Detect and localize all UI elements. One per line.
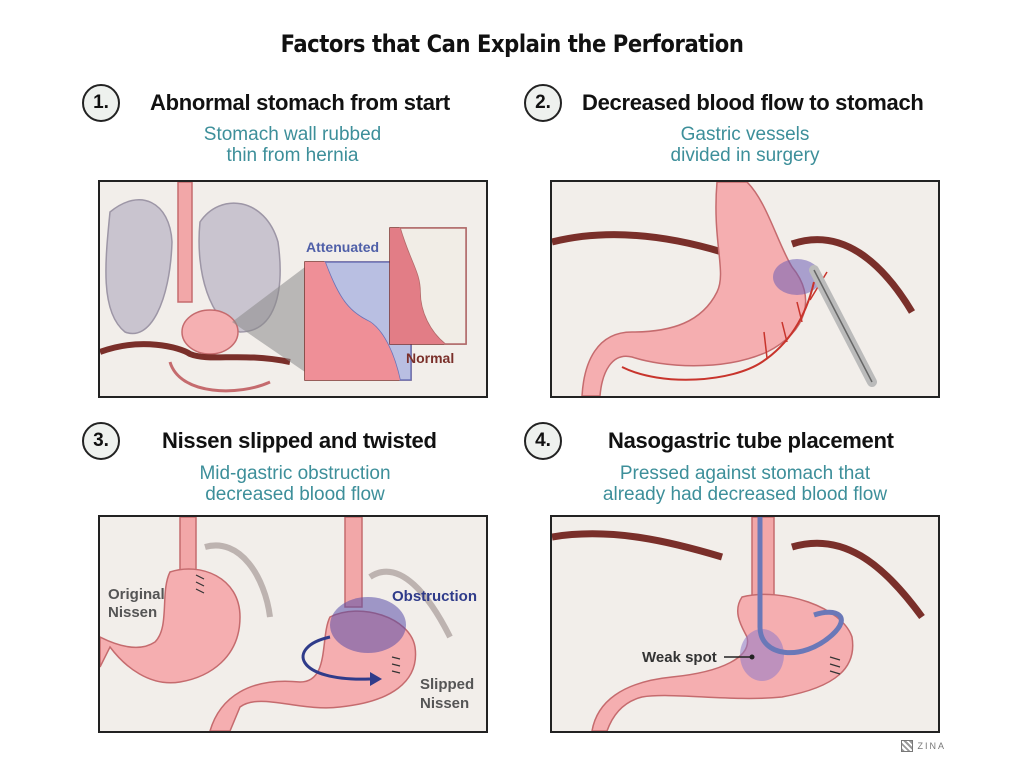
factor-3-subtitle-line-2: decreased blood flow xyxy=(205,484,385,505)
twist-arrow-shape xyxy=(301,635,371,681)
hernia-bulge-shape xyxy=(181,309,239,355)
normal-lumen-shape xyxy=(390,228,445,344)
weak-spot-area-shape xyxy=(740,629,784,681)
obstruction-area-shape xyxy=(330,597,406,653)
factor-4-illustration-panel: Weak spot xyxy=(550,515,940,733)
signature-text: ZINA xyxy=(917,741,946,751)
factor-3-subtitle-line-1: Mid-gastric obstruction xyxy=(199,463,391,484)
wrap-sutures-shape xyxy=(829,656,841,675)
original-nissen-label-line-1: Original xyxy=(108,586,165,603)
hernia-illustration: Attenuated Normal xyxy=(100,182,467,393)
factor-2-subtitle-line-2: divided in surgery xyxy=(670,145,820,166)
factor-1-subtitle-line-2: thin from hernia xyxy=(226,145,359,166)
factor-1-heading: Abnormal stomach from start xyxy=(150,90,450,115)
slipped-nissen-label-line-2: Nissen xyxy=(420,695,469,712)
normal-label: Normal xyxy=(406,350,454,366)
original-nissen-label-line-2: Nissen xyxy=(108,604,157,621)
stomach-shape xyxy=(581,182,807,396)
original-stomach-shape xyxy=(100,568,241,684)
weak-spot-label: Weak spot xyxy=(642,649,717,666)
attenuated-lumen-shape xyxy=(305,262,400,380)
diaphragm-left-shape xyxy=(552,231,724,256)
page-title: Factors that Can Explain the Perforation xyxy=(280,30,744,58)
artist-signature: ZINA xyxy=(901,740,946,752)
stomach-lower-shape xyxy=(168,361,271,393)
vessel-branches-shape xyxy=(763,271,828,359)
factor-2-subtitle: Gastric vessels divided in surgery xyxy=(600,124,890,166)
original-wrap-sutures-shape xyxy=(195,574,205,594)
factor-3-subtitle: Mid-gastric obstruction decreased blood … xyxy=(145,463,445,505)
left-lung-shape xyxy=(105,199,173,335)
slipped-wrap-sutures-shape xyxy=(391,656,401,674)
gastric-vessels-shape xyxy=(621,281,815,381)
factor-4-number-badge: 4. xyxy=(524,422,562,460)
original-esophagus-shape xyxy=(179,517,197,578)
diaphragm-right-shape xyxy=(790,539,925,620)
factor-4-heading: Nasogastric tube placement xyxy=(608,428,894,453)
factor-3-illustration-panel: Original Nissen Obstruction Slipped Niss… xyxy=(98,515,488,733)
factor-2-number-badge: 2. xyxy=(524,84,562,122)
weak-spot-marker xyxy=(749,654,755,660)
ischemic-area-shape xyxy=(773,259,821,295)
factor-2-illustration-panel xyxy=(550,180,940,398)
left-diaphragm-shape xyxy=(204,542,273,618)
factor-2-subtitle-line-1: Gastric vessels xyxy=(680,124,810,145)
esophagus-shape xyxy=(751,517,775,608)
slipped-esophagus-shape xyxy=(344,517,363,608)
slipped-nissen-label-line-1: Slipped xyxy=(420,676,474,693)
esophagus-shape xyxy=(177,182,193,303)
factor-1-subtitle-line-1: Stomach wall rubbed xyxy=(203,124,382,145)
factor-4-subtitle-line-2: already had decreased blood flow xyxy=(602,484,888,505)
diaphragm-shape xyxy=(100,341,291,365)
attenuated-label: Attenuated xyxy=(306,239,379,255)
factor-1-illustration-panel: Attenuated Normal xyxy=(98,180,488,398)
factor-1-number-badge: 1. xyxy=(82,84,120,122)
factor-3-heading: Nissen slipped and twisted xyxy=(162,428,437,453)
twist-arrow-head-icon xyxy=(370,672,382,686)
surgical-instrument-outline-shape xyxy=(813,269,873,383)
stomach-shape xyxy=(591,593,854,731)
factor-2-heading: Decreased blood flow to stomach xyxy=(582,90,924,115)
factor-1-subtitle: Stomach wall rubbed thin from hernia xyxy=(150,124,435,166)
zoom-cone-shape xyxy=(232,267,305,372)
nissen-illustration: Original Nissen Obstruction Slipped Niss… xyxy=(100,517,477,731)
factor-4-subtitle: Pressed against stomach that already had… xyxy=(580,463,910,505)
obstruction-label: Obstruction xyxy=(392,588,477,605)
diaphragm-right-shape xyxy=(790,236,916,314)
signature-logo-icon xyxy=(901,740,914,752)
right-diaphragm-shape xyxy=(368,568,453,639)
nasogastric-tube-shape xyxy=(757,517,844,656)
factor-4-subtitle-line-1: Pressed against stomach that xyxy=(619,463,871,484)
factor-3-number-badge: 3. xyxy=(82,422,120,460)
blood-flow-illustration xyxy=(552,182,916,396)
nasogastric-illustration: Weak spot xyxy=(552,517,925,731)
diaphragm-left-shape xyxy=(552,530,724,561)
